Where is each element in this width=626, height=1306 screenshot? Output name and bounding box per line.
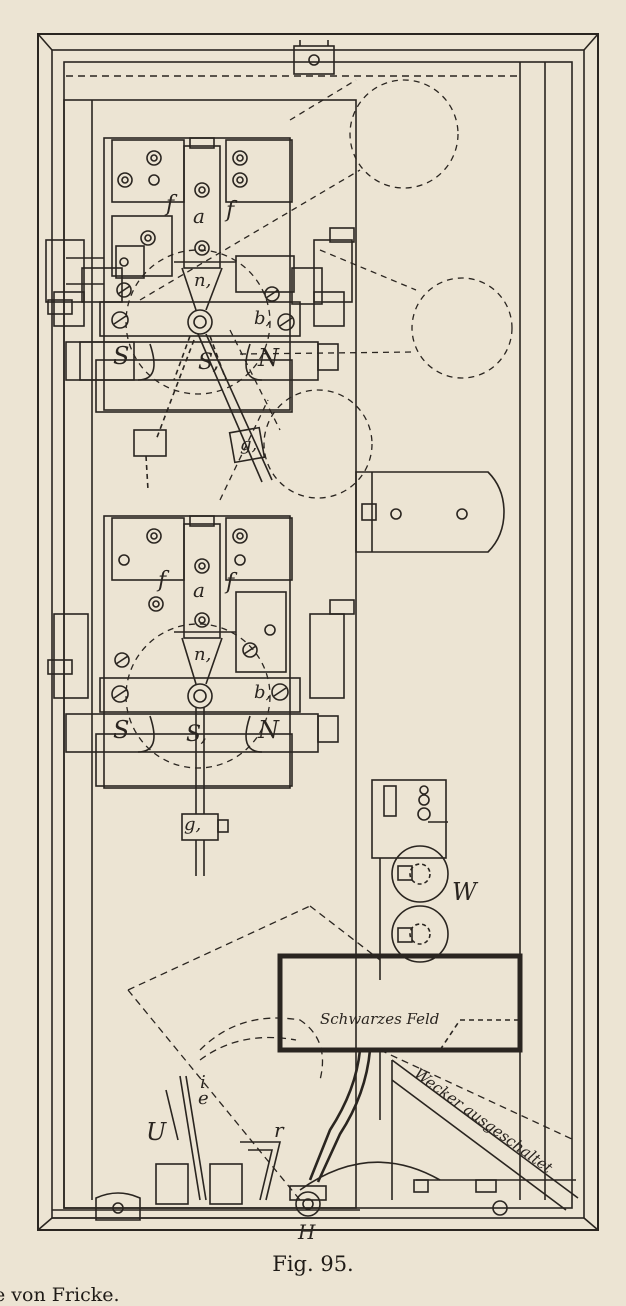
label-mid-b: b,: [254, 682, 272, 703]
label-mid-S-center: S,: [186, 722, 208, 747]
wecker-plate: [391, 1059, 579, 1216]
label-mid-a: a: [193, 578, 205, 602]
top-hinge: [293, 40, 335, 75]
bell-mechanism: [371, 779, 449, 980]
label-mid-S-left: S: [113, 716, 130, 744]
label-top-n: n,: [194, 270, 212, 291]
label-U: U: [146, 1118, 167, 1146]
label-top-S-left: S: [113, 342, 130, 370]
label-top-N: N: [258, 344, 279, 372]
label-mid-n: n,: [194, 644, 212, 665]
bottom-left-pieces: [52, 1075, 441, 1221]
side-bracket: [355, 471, 505, 553]
label-r: r: [274, 1118, 284, 1142]
label-top-f-left: f: [166, 192, 175, 217]
lower-dashed-frame: [127, 905, 575, 1201]
label-schwarzes-feld: Schwarzes Feld: [320, 1010, 440, 1028]
label-i: i: [200, 1072, 206, 1093]
label-top-f-right: f: [226, 198, 235, 223]
upper-relay: [45, 137, 353, 491]
label-mid-f-left: f: [158, 568, 167, 593]
label-top-g: g,: [240, 434, 258, 455]
schwarzes-feld-box: [277, 953, 523, 1183]
label-top-S-center: S,: [198, 350, 220, 375]
figure-caption: Fig. 95.: [272, 1252, 354, 1276]
lower-relay: [53, 515, 345, 876]
label-H: H: [298, 1220, 316, 1244]
label-e: e: [198, 1088, 209, 1109]
label-top-a: a: [193, 204, 205, 228]
label-mid-g: g,: [184, 814, 202, 835]
clamps: [47, 227, 355, 675]
footer-text-fragment: e von Fricke.: [0, 1284, 120, 1306]
label-W: W: [452, 878, 477, 906]
label-mid-N: N: [258, 716, 279, 744]
label-top-b: b,: [254, 308, 272, 329]
label-mid-f-right: f: [226, 570, 235, 595]
